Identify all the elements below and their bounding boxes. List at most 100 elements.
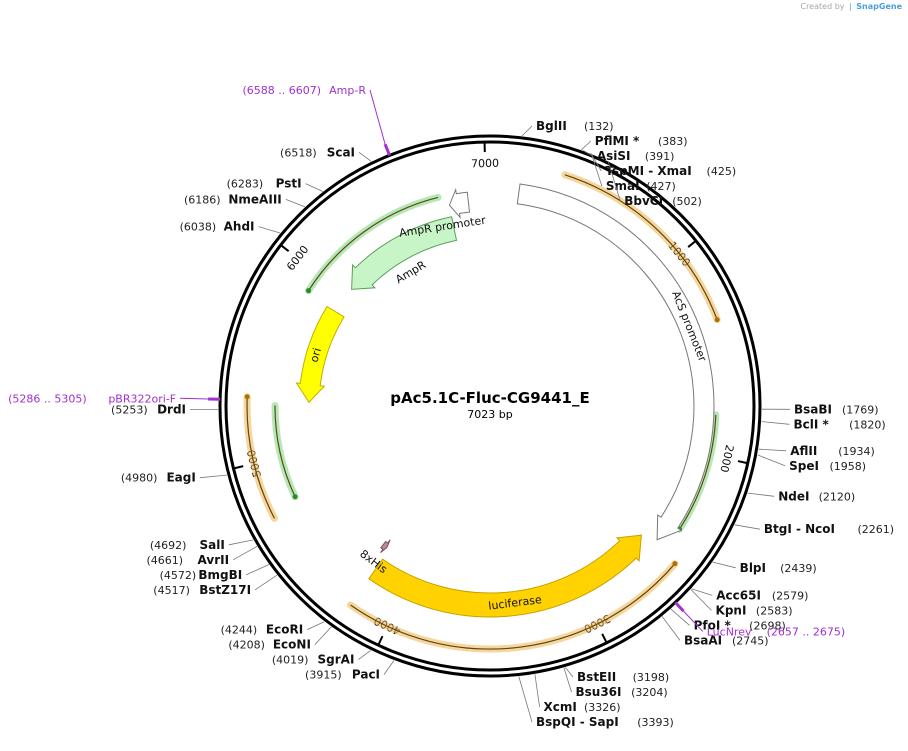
- site-label-paci: PacI(3915): [305, 668, 380, 682]
- site-position: (4980): [121, 472, 158, 485]
- site-leader-1: [581, 140, 592, 151]
- primer-leader-2: [683, 610, 704, 632]
- site-label-blpi: BlpI (2439): [740, 561, 817, 575]
- snapgene-logo-icon: ❘: [847, 2, 854, 11]
- site-label-sali: SalI(4692): [150, 538, 225, 552]
- site-name: SpeI: [789, 459, 819, 473]
- site-position: (4661): [146, 554, 183, 567]
- site-position: (4517): [153, 584, 190, 597]
- site-name: PflMI *: [595, 134, 640, 148]
- overlay-line-2: [350, 563, 676, 650]
- site-name: DrdI: [157, 403, 186, 417]
- primer-mark-0: [383, 143, 391, 156]
- site-leader-28: [228, 539, 254, 546]
- site-position: (2698): [749, 619, 786, 632]
- site-label-bsteii: BstEII(3198): [577, 670, 669, 684]
- tick-mark-4000: [377, 635, 384, 646]
- site-leader-19: [534, 674, 540, 708]
- overlay-line-0: [564, 174, 718, 320]
- site-name: BlpI: [740, 561, 766, 575]
- site-label-acc65i: Acc65I(2579): [716, 588, 808, 602]
- site-name: PstI: [276, 177, 302, 191]
- overlay-tip-2: [672, 561, 678, 567]
- credit-prefix: Created by: [800, 2, 845, 11]
- site-label-nmeaiii: NmeAIII(6186): [184, 192, 282, 206]
- site-leader-9: [757, 454, 786, 467]
- backbone-inner-circle: [224, 140, 756, 672]
- primer-range: (2657 .. 2675): [767, 625, 846, 638]
- overlay-tip-5: [306, 288, 312, 294]
- site-leader-31: [258, 226, 281, 234]
- site-label-ahdi: AhdI(6038): [180, 220, 255, 234]
- site-name: Acc65I: [716, 588, 761, 602]
- site-position: (2439): [780, 562, 817, 575]
- site-name: BtgI - NcoI: [764, 522, 835, 536]
- site-leader-4: [591, 153, 603, 187]
- site-name: TspMI - XmaI: [605, 164, 691, 178]
- site-position: (6038): [180, 221, 217, 234]
- site-leader-29: [199, 474, 227, 479]
- site-label-bstz17i: BstZ17I (4517): [153, 583, 251, 597]
- site-label-econi: EcoNI(4208): [228, 638, 311, 652]
- site-label-eagi: EagI(4980): [121, 471, 196, 485]
- primer-leader-1: [180, 397, 209, 400]
- site-name: NmeAIII: [228, 192, 281, 206]
- tick-mark-1000: [687, 240, 697, 248]
- site-name: AvrII: [198, 553, 230, 567]
- tick-label-6000: 6000: [284, 243, 311, 273]
- feature-luciferase: [368, 534, 642, 618]
- primer-label-amp-r: Amp-R(6588 .. 6607): [242, 84, 366, 97]
- site-position: (1934): [838, 445, 875, 458]
- site-label-drdi: DrdI(5253): [111, 403, 186, 417]
- site-position: (2583): [756, 604, 793, 617]
- site-name: EcoNI: [273, 638, 311, 652]
- site-leader-13: [691, 588, 713, 596]
- site-leader-22: [358, 650, 371, 660]
- site-name: BstZ17I: [199, 583, 251, 597]
- feature-8xhis: [380, 539, 391, 553]
- site-position: (1769): [842, 403, 879, 416]
- snapgene-credit: Created by ❘ SnapGene: [800, 2, 902, 11]
- site-position: (4244): [221, 624, 258, 637]
- site-label-btgi-ncoi: BtgI - NcoI(2261): [764, 522, 894, 536]
- site-leader-11: [734, 524, 760, 530]
- site-label-ecori: EcoRI (4244): [221, 623, 304, 637]
- site-position: (4572): [160, 569, 197, 582]
- site-leader-14: [690, 589, 712, 611]
- site-leader-7: [761, 421, 790, 425]
- site-leader-33: [305, 183, 323, 192]
- site-leader-27: [232, 546, 258, 561]
- site-label-pfoi-: PfoI * (2698): [694, 618, 786, 632]
- site-name: EcoRI: [266, 623, 303, 637]
- tick-mark-3000: [601, 633, 608, 644]
- site-leader-2: [583, 150, 593, 157]
- site-position: (391): [645, 150, 675, 163]
- site-position: (2120): [819, 490, 856, 503]
- site-leader-24: [307, 621, 325, 630]
- site-position: (3204): [631, 686, 668, 699]
- plasmid-size: 7023 bp: [467, 408, 512, 421]
- site-label-xcmi: XcmI(3326): [544, 700, 621, 714]
- primer-label-pbr322ori-f: pBR322ori-F(5286 .. 5305): [8, 392, 176, 405]
- site-label-aflii: AflII(1934): [790, 444, 875, 458]
- overlay-line-5: [307, 196, 439, 292]
- site-leader-18: [563, 667, 572, 693]
- overlay-tip-4: [292, 494, 298, 500]
- overlay-line-4: [274, 405, 296, 498]
- site-position: (4019): [272, 654, 309, 667]
- site-label-bcli-: BclI *(1820): [794, 417, 886, 431]
- site-position: (1820): [849, 418, 886, 431]
- site-label-bmgbi: BmgBI(4572): [160, 568, 243, 582]
- overlay-tip-3: [244, 394, 250, 400]
- site-label-psti: PstI(6283): [227, 177, 302, 191]
- feature-ampr-promoter: [448, 187, 471, 220]
- site-position: (3915): [305, 669, 342, 682]
- site-label-bspqi-sapi: BspQI - SapI(3393): [536, 715, 674, 729]
- site-leader-34: [358, 151, 372, 162]
- site-name: BsaAI: [684, 633, 722, 647]
- primer-name: LucNrev: [707, 625, 752, 638]
- site-position: (502): [672, 195, 702, 208]
- site-name: PfoI *: [694, 618, 732, 632]
- primer-range: (5286 .. 5305): [8, 392, 87, 405]
